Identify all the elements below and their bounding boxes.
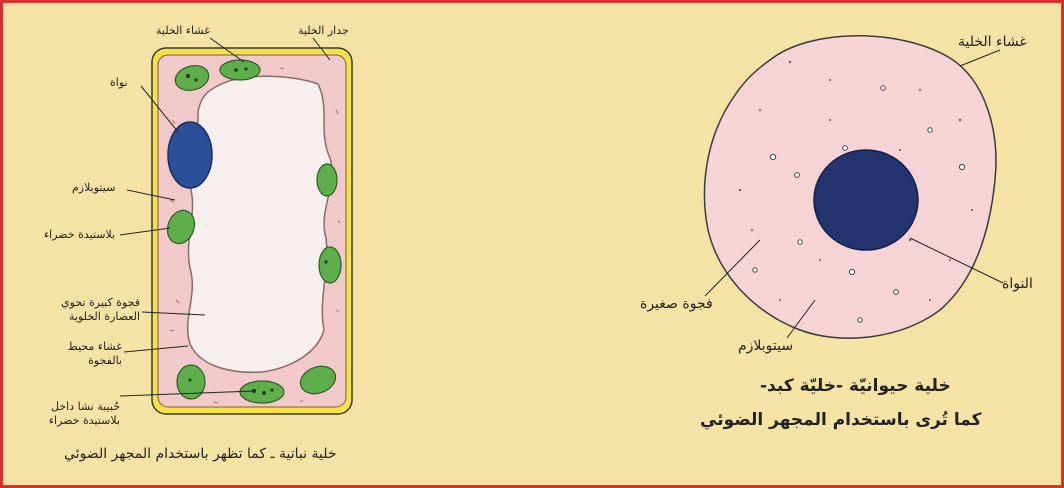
plant-cell-caption: خلية نباتية ـ كما تظهر باستخدام المجهر ا…: [64, 446, 337, 464]
animal-cell-caption-line1: خلية حيوانيّة -خليّة كبد-: [760, 376, 951, 397]
plant-label-starch-grain: حُبيبة نشا داخل بلاستيدة خضراء: [40, 400, 120, 428]
plant-label-vacuole-membrane-line2: بالفجوة: [62, 354, 122, 368]
plant-label-vacuole-membrane-line1: غشاء محيط: [62, 340, 122, 354]
plant-label-starch-grain-line2: بلاستيدة خضراء: [40, 414, 120, 428]
plant-label-vacuole-membrane: غشاء محيط بالفجوة: [62, 340, 122, 368]
chloroplast: [240, 381, 284, 403]
plant-label-cell-membrane: غشاء الخلية: [156, 24, 210, 38]
plant-cell: [120, 38, 352, 414]
animal-cell: [704, 36, 1003, 338]
animal-label-nucleus: النواة: [1002, 276, 1033, 294]
plant-nucleus: [168, 122, 212, 188]
animal-label-cell-membrane: غشاء الخلية: [958, 34, 1027, 52]
animal-label-small-vacuole: فجوة صغيرة: [640, 296, 713, 314]
animal-cell-caption-line2: كما تُرى باستخدام المجهر الضوئي: [700, 410, 982, 431]
plant-label-large-vacuole-line1: فجوة كبيرة تحوي: [40, 296, 140, 310]
chloroplast: [220, 60, 260, 80]
plant-label-large-vacuole-line2: العصارة الخلوية: [40, 310, 140, 324]
animal-label-cytoplasm: سيتوبلازم: [738, 338, 793, 356]
plant-label-cell-wall: جدار الخلية: [298, 24, 349, 38]
plant-label-chloroplast: بلاستيدة خضراء: [44, 228, 115, 242]
plant-label-cytoplasm: سيتوبلازم: [72, 181, 115, 195]
plant-label-starch-grain-line1: حُبيبة نشا داخل: [40, 400, 120, 414]
chloroplast: [319, 247, 341, 283]
large-vacuole: [188, 76, 332, 372]
plant-label-nucleus: نواة: [110, 76, 128, 90]
plant-label-large-vacuole: فجوة كبيرة تحوي العصارة الخلوية: [40, 296, 140, 324]
animal-nucleus: [814, 150, 918, 250]
chloroplast: [317, 164, 337, 196]
